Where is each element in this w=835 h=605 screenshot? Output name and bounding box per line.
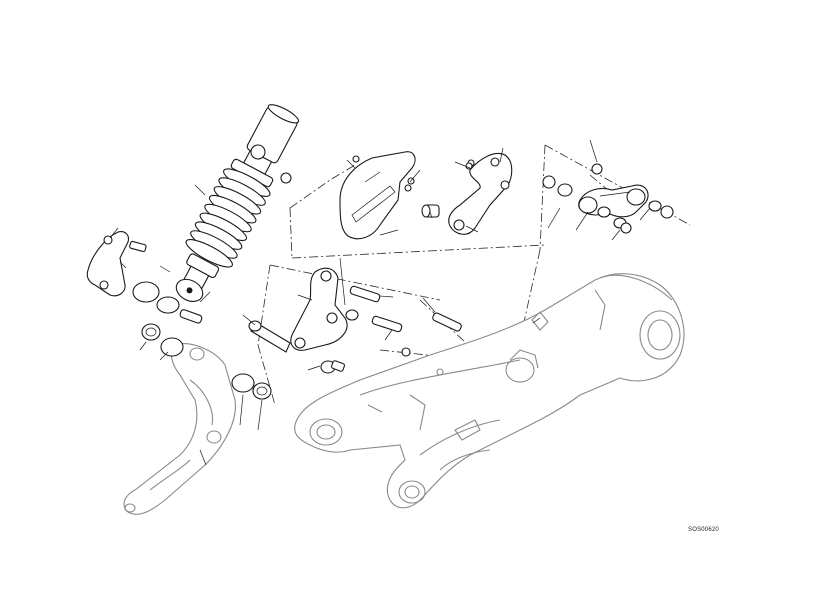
lower-bushings <box>132 281 272 400</box>
dogbone-assembly <box>542 163 674 234</box>
shock-spring <box>185 168 271 268</box>
heel-guard-screw <box>421 204 440 218</box>
drawing-code-label: SOS00620 <box>688 527 719 533</box>
spacer-tube <box>248 320 291 353</box>
callout-leaders <box>109 139 651 466</box>
linkage-bolts <box>320 285 462 374</box>
small-hardware <box>407 162 473 185</box>
shock-reservoir-cap <box>280 172 292 184</box>
heel-guard <box>339 151 416 240</box>
bracket-bolt <box>129 240 147 253</box>
frame-bracket <box>123 343 236 515</box>
shock-bracket-left <box>86 231 129 297</box>
linkage-rocker <box>290 267 348 351</box>
rear-shock-absorber <box>175 104 300 302</box>
upper-link <box>448 152 513 235</box>
shock-adjuster <box>250 144 266 160</box>
swingarm <box>294 273 685 509</box>
